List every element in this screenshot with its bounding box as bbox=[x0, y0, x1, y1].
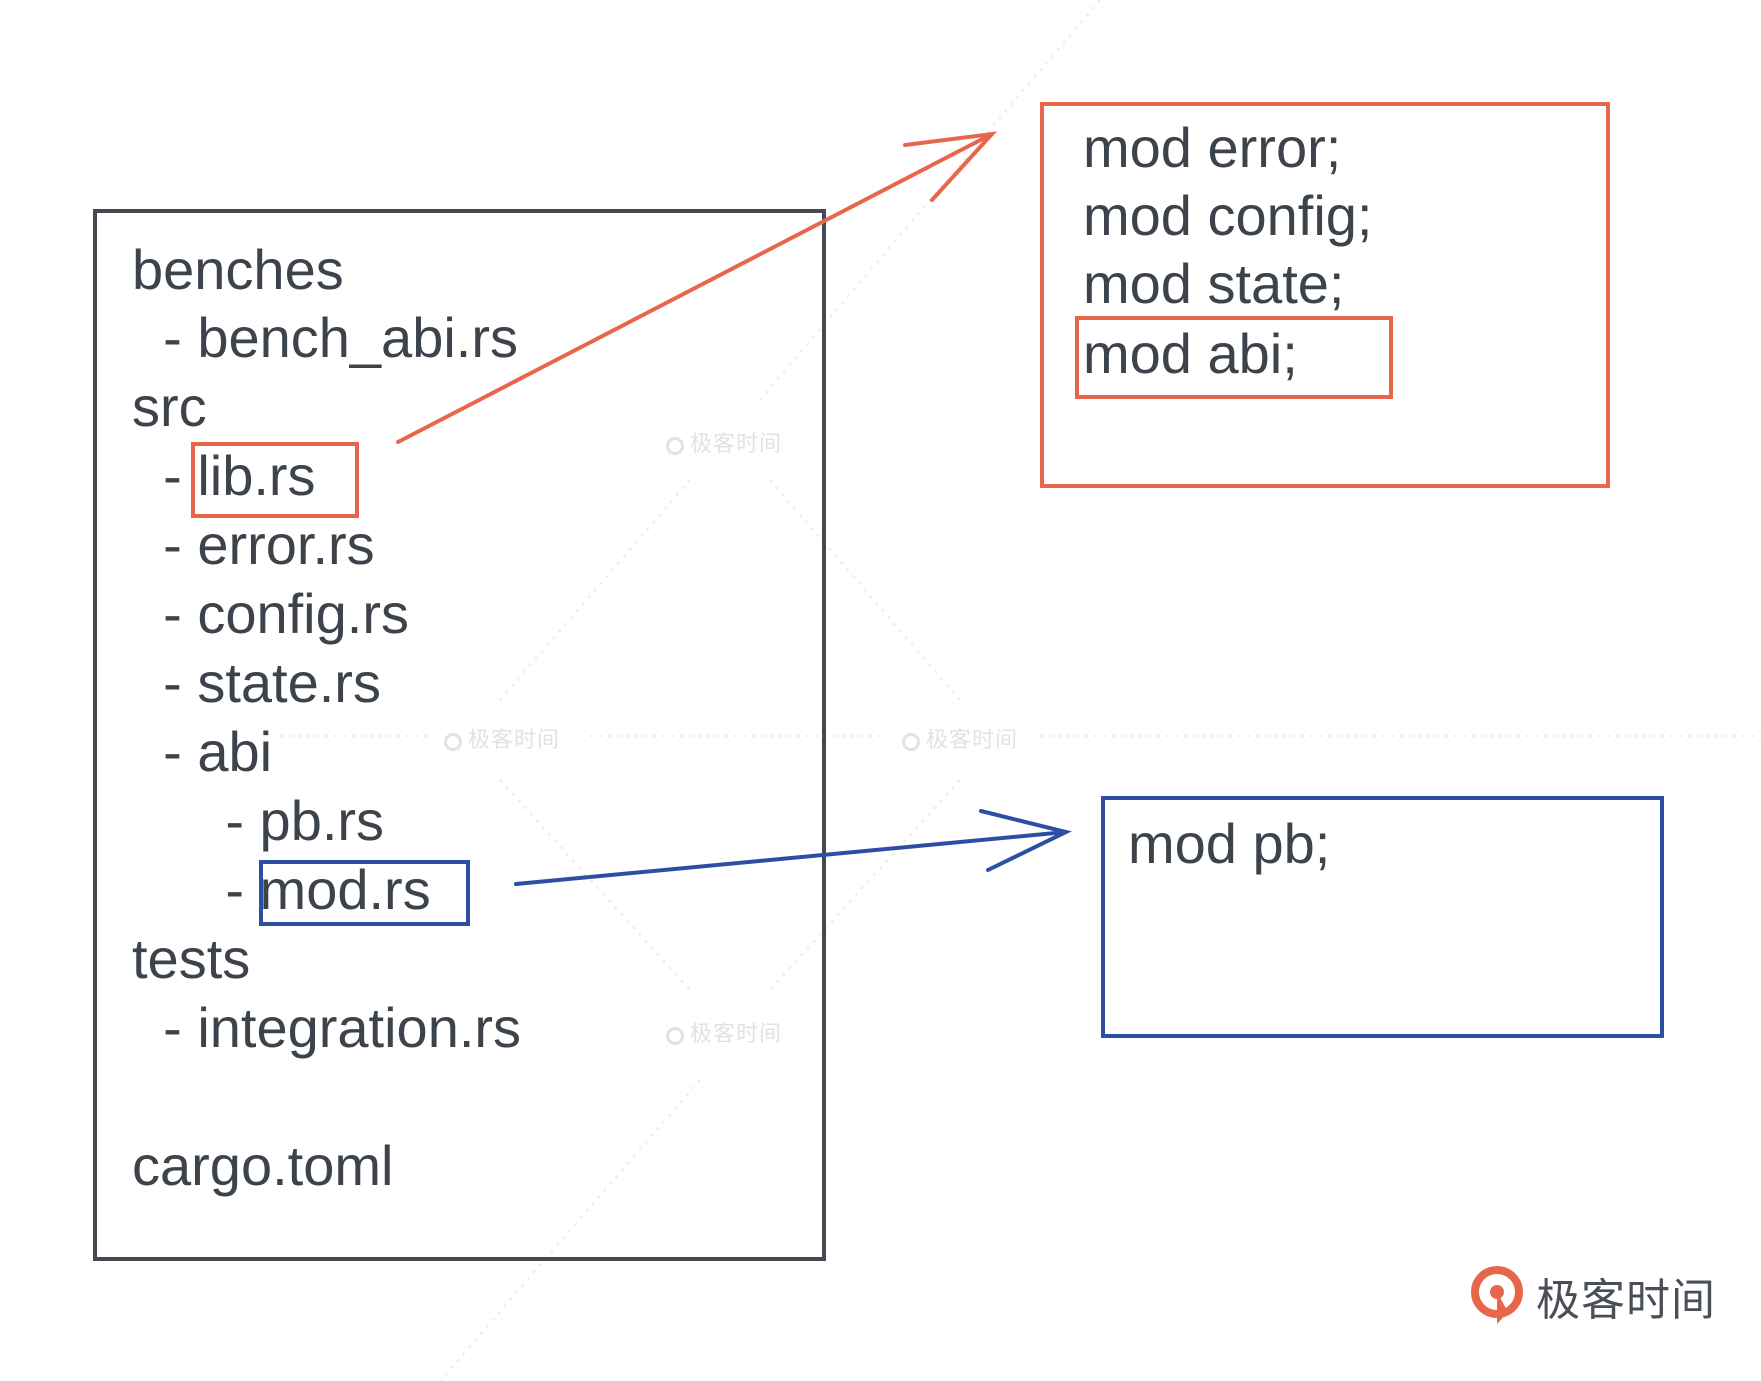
lib-rs-line-mod-abi: mod abi; bbox=[1083, 322, 1298, 385]
mod-abi-highlight bbox=[1075, 316, 1393, 399]
mod-rs-line-mod-pb: mod pb; bbox=[1128, 812, 1331, 875]
tree-file-cargo-toml: cargo.toml bbox=[132, 1134, 394, 1197]
lib-rs-contents-box bbox=[1040, 102, 1610, 488]
tree-file-bench-abi: - bench_abi.rs bbox=[132, 306, 518, 369]
tree-folder-src: src bbox=[132, 375, 207, 438]
mod-rs-contents-box bbox=[1101, 796, 1664, 1038]
tree-file-state-rs: - state.rs bbox=[132, 651, 381, 714]
tree-file-error-rs: - error.rs bbox=[132, 513, 375, 576]
watermark-logo-icon bbox=[902, 733, 920, 751]
tree-folder-tests: tests bbox=[132, 927, 251, 990]
tree-file-lib-rs: - lib.rs bbox=[132, 444, 316, 507]
tree-folder-benches: benches bbox=[132, 238, 344, 301]
watermark-mark: 极客时间 bbox=[902, 722, 1018, 754]
brand-name: 极客时间 bbox=[1536, 1275, 1716, 1326]
watermark-mark: 极客时间 bbox=[444, 722, 560, 754]
watermark-logo-icon bbox=[444, 733, 462, 751]
tree-file-mod-rs: - mod.rs bbox=[132, 858, 431, 921]
tree-folder-abi: - abi bbox=[132, 720, 273, 783]
tree-file-config-rs: - config.rs bbox=[132, 582, 409, 645]
lib-rs-line-mod-state: mod state; bbox=[1083, 252, 1345, 315]
geektime-logo-icon bbox=[1471, 1266, 1523, 1324]
watermark-logo-icon bbox=[666, 1027, 684, 1045]
lib-rs-highlight bbox=[191, 442, 359, 518]
watermark-mark: 极客时间 bbox=[666, 1016, 782, 1048]
lib-rs-line-mod-config: mod config; bbox=[1083, 184, 1373, 247]
mod-rs-highlight bbox=[259, 860, 470, 926]
lib-rs-line-mod-error: mod error; bbox=[1083, 116, 1342, 179]
tree-file-integration-rs: - integration.rs bbox=[132, 996, 522, 1059]
brand-logo: 极客时间 bbox=[1468, 1264, 1716, 1328]
tree-file-pb-rs: - pb.rs bbox=[132, 789, 385, 852]
